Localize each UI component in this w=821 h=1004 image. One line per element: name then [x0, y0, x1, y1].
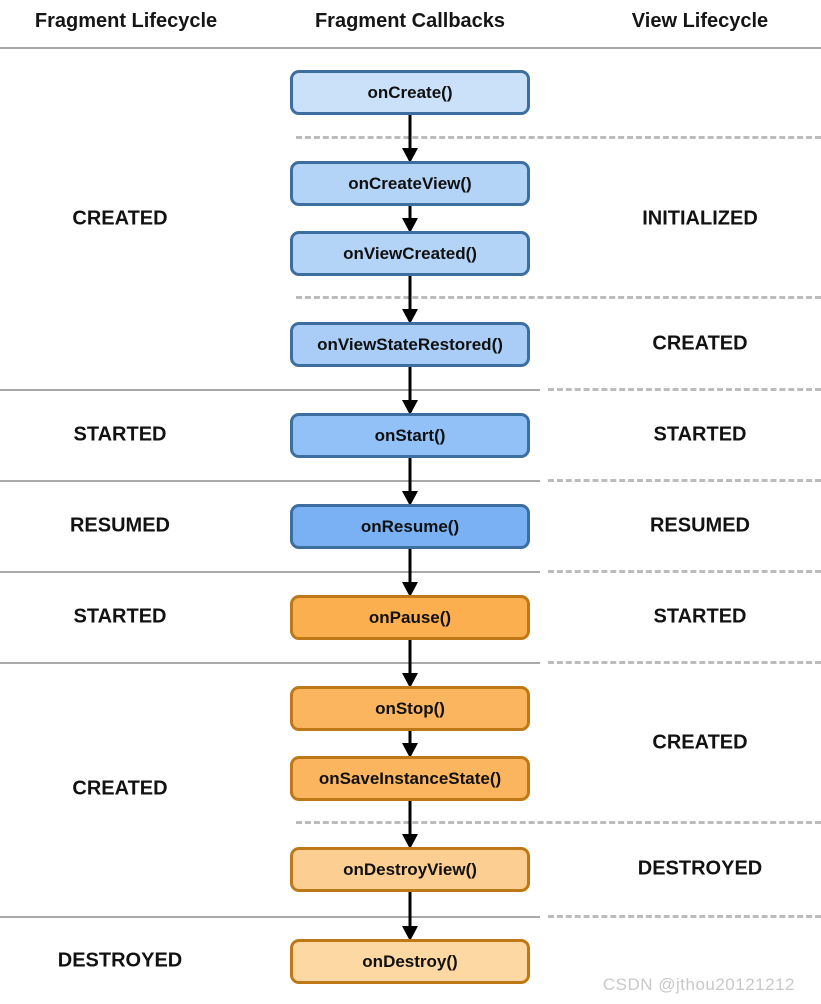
- divider-line-dashed: [548, 661, 821, 664]
- flow-arrow: [401, 638, 419, 688]
- divider-line-dashed: [548, 570, 821, 573]
- fragment-state-label: CREATED: [72, 777, 168, 800]
- fragment-state-label: CREATED: [72, 207, 168, 230]
- view-state-label: RESUMED: [649, 514, 751, 537]
- view-state-label: CREATED: [652, 332, 748, 355]
- watermark: CSDN @jthou20121212: [602, 975, 795, 994]
- arrow-head-down-icon: [402, 834, 418, 849]
- arrow-head-down-icon: [402, 673, 418, 688]
- arrow-shaft: [408, 799, 412, 837]
- arrow-shaft: [408, 547, 412, 585]
- callback-box-onStop: onStop(): [290, 686, 530, 731]
- divider-line-solid: [0, 916, 540, 918]
- divider-line-dashed: [548, 915, 821, 918]
- arrow-head-down-icon: [402, 743, 418, 758]
- callback-box-onStart: onStart(): [290, 413, 530, 458]
- view-state-label: STARTED: [653, 605, 747, 628]
- arrow-shaft: [408, 274, 412, 312]
- callback-box-onDestroyView: onDestroyView(): [290, 847, 530, 892]
- flow-arrow: [401, 729, 419, 758]
- arrow-head-down-icon: [402, 309, 418, 324]
- divider-line-solid: [0, 480, 540, 482]
- callback-box-onResume: onResume(): [290, 504, 530, 549]
- arrow-head-down-icon: [402, 491, 418, 506]
- column-header-fragment-callbacks: Fragment Callbacks: [314, 10, 506, 32]
- callback-box-onSaveInstanceState: onSaveInstanceState(): [290, 756, 530, 801]
- arrow-shaft: [408, 729, 412, 746]
- arrow-head-down-icon: [402, 148, 418, 163]
- view-state-label: STARTED: [653, 423, 747, 446]
- callback-box-onCreateView: onCreateView(): [290, 161, 530, 206]
- view-state-label: DESTROYED: [637, 857, 763, 880]
- divider-line-dashed: [296, 296, 821, 299]
- arrow-head-down-icon: [402, 218, 418, 233]
- flow-arrow: [401, 799, 419, 849]
- divider-line-solid: [0, 662, 540, 664]
- arrow-shaft: [408, 890, 412, 929]
- column-header-fragment-lifecycle: Fragment Lifecycle: [34, 10, 218, 32]
- column-header-view-lifecycle: View Lifecycle: [631, 10, 769, 32]
- flow-arrow: [401, 890, 419, 941]
- fragment-state-label: DESTROYED: [57, 949, 183, 972]
- divider-line-dashed: [296, 136, 821, 139]
- divider-line-dashed: [548, 388, 821, 391]
- arrow-shaft: [408, 365, 412, 403]
- flow-arrow: [401, 274, 419, 324]
- arrow-shaft: [408, 204, 412, 221]
- flow-arrow: [401, 456, 419, 506]
- callback-box-onDestroy: onDestroy(): [290, 939, 530, 984]
- arrow-head-down-icon: [402, 926, 418, 941]
- flow-arrow: [401, 547, 419, 597]
- view-state-label: CREATED: [652, 731, 748, 754]
- divider-line-solid: [0, 571, 540, 573]
- callback-box-onViewStateRestored: onViewStateRestored(): [290, 322, 530, 367]
- callback-box-onViewCreated: onViewCreated(): [290, 231, 530, 276]
- arrow-shaft: [408, 638, 412, 676]
- divider-line-dashed: [548, 479, 821, 482]
- divider-line-solid: [0, 389, 540, 391]
- fragment-state-label: STARTED: [73, 423, 167, 446]
- arrow-shaft: [408, 456, 412, 494]
- arrow-head-down-icon: [402, 400, 418, 415]
- callback-box-onCreate: onCreate(): [290, 70, 530, 115]
- divider-line-dashed: [296, 821, 821, 824]
- callback-box-onPause: onPause(): [290, 595, 530, 640]
- view-state-label: INITIALIZED: [642, 207, 758, 230]
- header-divider-line: [0, 47, 821, 49]
- flow-arrow: [401, 204, 419, 233]
- fragment-state-label: RESUMED: [69, 514, 171, 537]
- flow-arrow: [401, 365, 419, 415]
- arrow-head-down-icon: [402, 582, 418, 597]
- flow-arrow: [401, 113, 419, 163]
- arrow-shaft: [408, 113, 412, 151]
- fragment-state-label: STARTED: [73, 605, 167, 628]
